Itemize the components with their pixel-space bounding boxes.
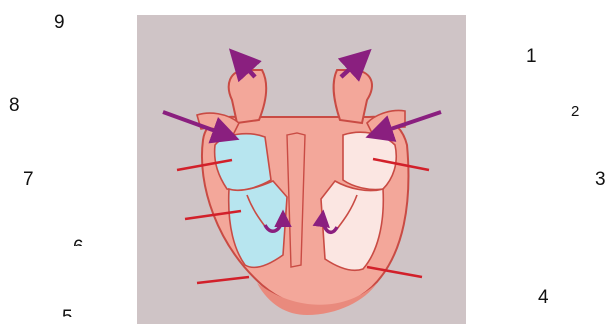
label-9: 9 [54,13,65,32]
label-8: 8 [9,96,20,115]
label-3: 3 [595,170,606,189]
label-6: 6 [73,238,84,246]
label-4: 4 [538,288,549,307]
heart-illustration [137,15,466,324]
label-5: 5 [62,308,73,317]
left-vessel-trunk [229,70,266,123]
label-2: 2 [571,104,579,119]
label-1: 1 [526,47,537,66]
label-7: 7 [23,170,34,189]
